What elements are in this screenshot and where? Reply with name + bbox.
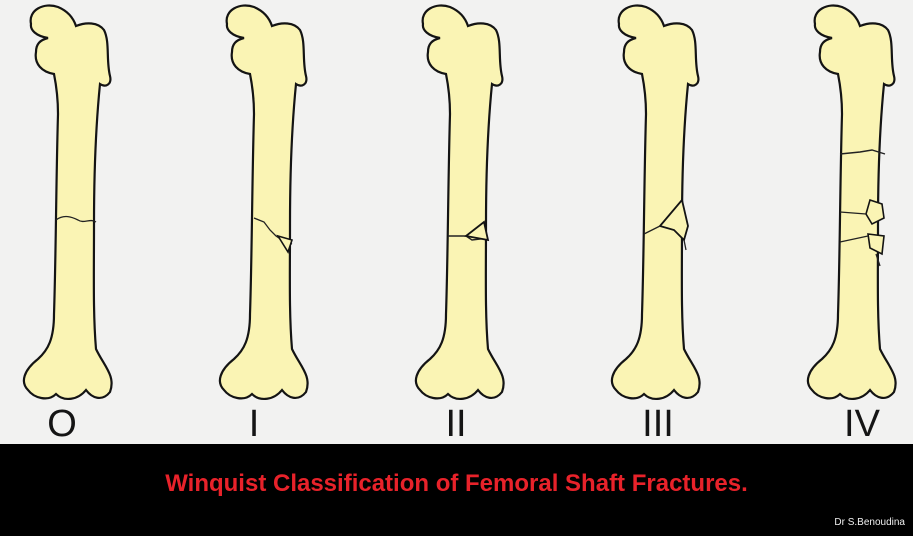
femur-grade-0 [24,6,112,399]
grade-label-3: III [618,404,698,444]
femur-grade-4 [808,6,896,399]
grade-label-0: O [22,404,102,444]
grade-label-2: II [416,404,496,444]
grade-label-4: IV [822,404,902,444]
illustration-panel: O I II III IV [0,0,913,444]
figure-caption: Winquist Classification of Femoral Shaft… [0,470,913,498]
grade-label-1: I [214,404,294,444]
femur-grade-1 [220,6,308,399]
femur-grade-3 [612,6,700,399]
author-credit: Dr S.Benoudina [834,517,905,528]
femur-grade-2 [416,6,504,399]
femur-illustrations [0,0,913,444]
